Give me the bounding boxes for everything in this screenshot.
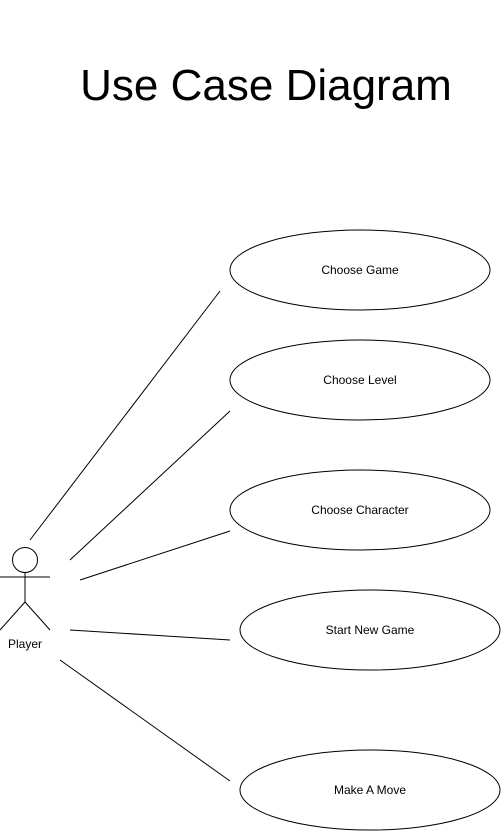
association-line-make-a-move (59, 659, 231, 782)
actor-left-leg (0, 601, 26, 631)
use-case-label: Make A Move (334, 783, 406, 797)
actor-head (12, 547, 38, 573)
association-line-choose-level (69, 410, 231, 561)
use-case-start-new-game: Start New Game (239, 589, 501, 671)
diagram-title: Use Case Diagram (80, 61, 452, 110)
use-case-ellipse (229, 229, 491, 311)
association-line-choose-character (79, 530, 231, 581)
actor-label: Player (8, 637, 42, 651)
use-case-label: Choose Level (323, 373, 396, 387)
use-case-ellipse (239, 749, 501, 831)
use-case-make-a-move: Make A Move (239, 749, 501, 831)
use-case-ellipse (239, 589, 501, 671)
actor-player (0, 547, 51, 631)
use-case-ellipse (229, 469, 491, 551)
use-case-choose-game: Choose Game (229, 229, 491, 311)
use-case-ellipse (229, 339, 491, 421)
use-case-label: Start New Game (326, 623, 415, 637)
actor-right-leg (24, 601, 51, 631)
association-line-start-new-game (69, 629, 231, 641)
use-case-label: Choose Game (321, 263, 399, 277)
association-line-choose-game (29, 290, 221, 541)
use-case-choose-level: Choose Level (229, 339, 491, 421)
use-case-label: Choose Character (311, 503, 408, 517)
use-case-choose-character: Choose Character (229, 469, 491, 551)
